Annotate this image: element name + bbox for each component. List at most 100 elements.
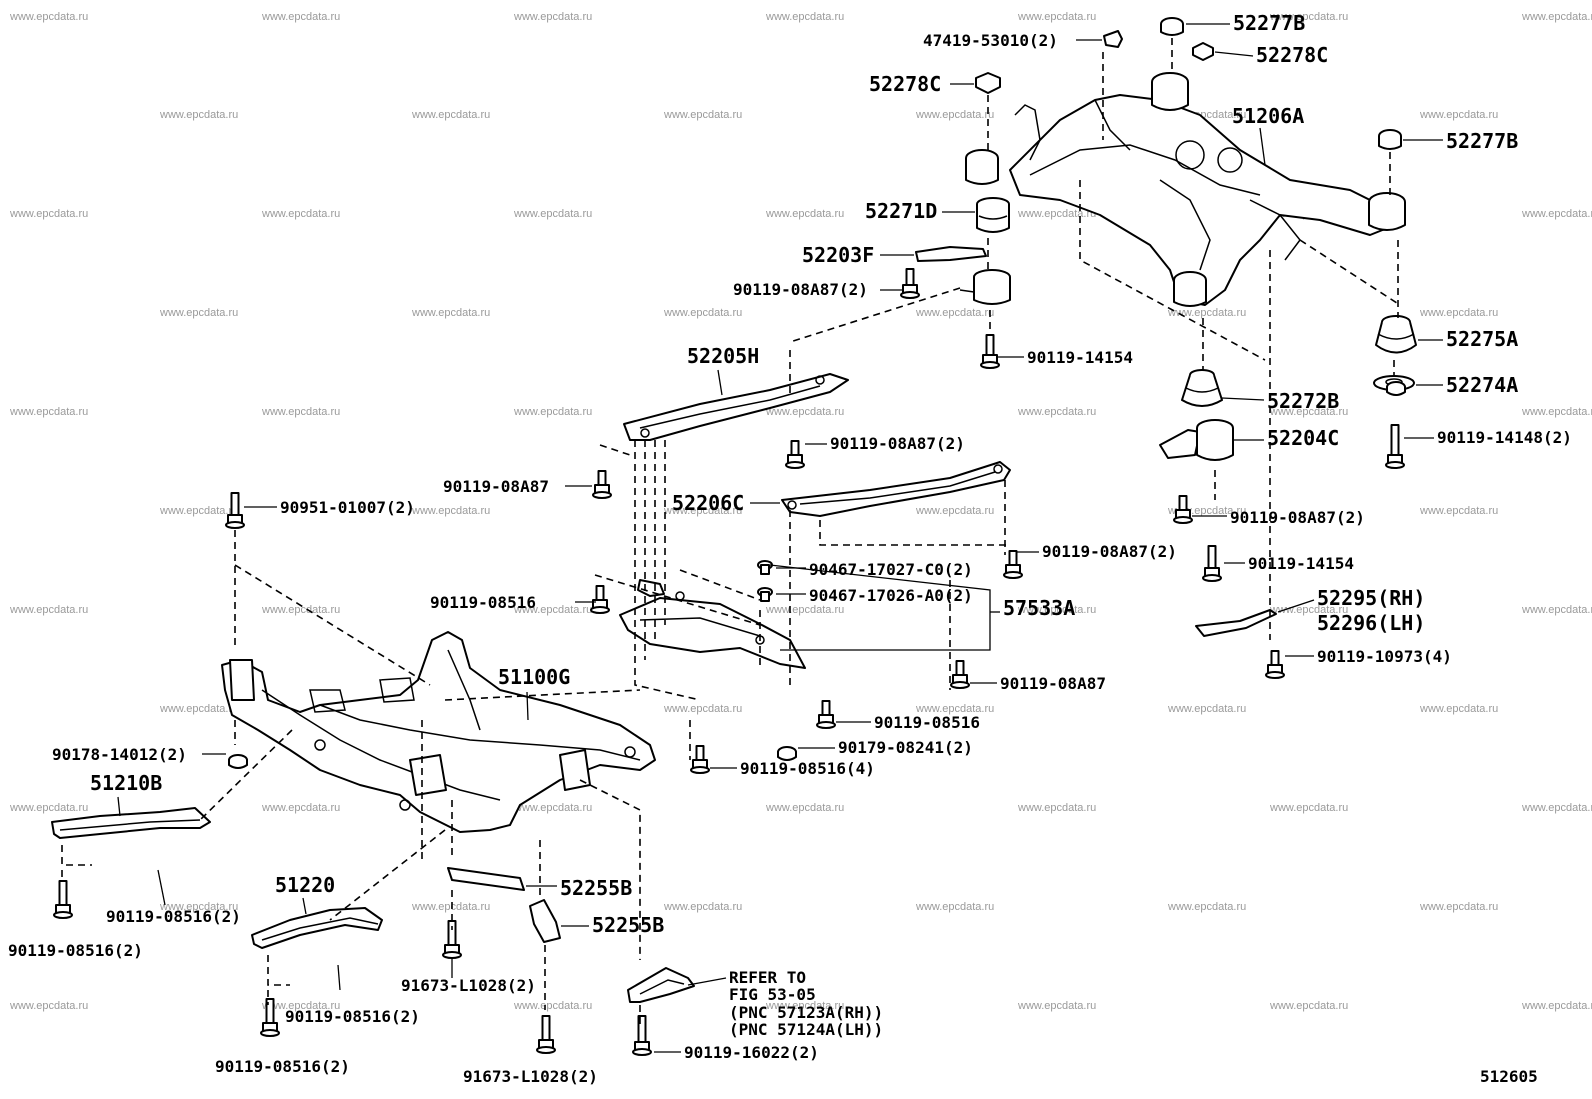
watermark: www.epcdata.ru	[663, 307, 742, 319]
leader-line	[1259, 127, 1266, 166]
part-label: 91673-L1028(2)	[463, 1067, 598, 1086]
nut-icon	[777, 746, 797, 761]
bolt-icon	[900, 268, 920, 299]
watermark: www.epcdata.ru	[159, 505, 238, 517]
watermark: www.epcdata.ru	[159, 307, 238, 319]
bolt-icon	[53, 880, 73, 919]
bolt-icon	[1173, 495, 1193, 524]
brace-52206C	[781, 461, 1011, 517]
watermark: www.epcdata.ru	[513, 208, 592, 220]
part-label: 90119-08516(4)	[740, 759, 875, 778]
watermark: www.epcdata.ru	[1269, 802, 1348, 814]
bushing-52277B-right	[1378, 129, 1402, 150]
watermark: www.epcdata.ru	[1521, 406, 1592, 418]
bracket-52204C	[1159, 419, 1234, 461]
leader-line	[717, 369, 723, 396]
watermark: www.epcdata.ru	[261, 802, 340, 814]
bolt-icon	[632, 1015, 652, 1056]
plate-57533A	[619, 579, 806, 669]
part-label: 52278C	[1256, 43, 1328, 67]
part-label: 90119-08516(2)	[215, 1057, 350, 1076]
part-label: 51206A	[1232, 104, 1304, 128]
watermark: www.epcdata.ru	[1017, 11, 1096, 23]
part-label: 90119-08516	[874, 713, 980, 732]
part-label: 90951-01007(2)	[280, 498, 415, 517]
watermark: www.epcdata.ru	[411, 307, 490, 319]
watermark: www.epcdata.ru	[261, 208, 340, 220]
part-label: 90119-08A87(2)	[1042, 542, 1177, 561]
part-label: 52278C	[869, 72, 941, 96]
watermark: www.epcdata.ru	[261, 604, 340, 616]
plate-52255B-b	[529, 899, 561, 943]
rear-suspension-member	[965, 72, 1406, 307]
part-label: 90119-08516(2)	[8, 941, 143, 960]
watermark: www.epcdata.ru	[261, 406, 340, 418]
part-label: 90119-14154	[1027, 348, 1133, 367]
part-label: 90119-14154	[1248, 554, 1354, 573]
front-suspension-member	[221, 631, 656, 833]
part-label: FIG 53-05	[729, 985, 816, 1004]
plate-52255B-a	[447, 867, 525, 891]
leader-line	[526, 691, 529, 721]
watermark: www.epcdata.ru	[765, 208, 844, 220]
watermark: www.epcdata.ru	[9, 802, 88, 814]
watermark: www.epcdata.ru	[261, 11, 340, 23]
part-label: 90119-08A87(2)	[1230, 508, 1365, 527]
watermark: www.epcdata.ru	[1269, 604, 1348, 616]
leader-line	[302, 897, 307, 915]
watermark: www.epcdata.ru	[411, 901, 490, 913]
part-label: 52274A	[1446, 373, 1518, 397]
watermark: www.epcdata.ru	[915, 703, 994, 715]
part-label: 90467-17027-C0(2)	[809, 560, 973, 579]
bracket-57123A	[627, 967, 695, 1003]
watermark: www.epcdata.ru	[765, 802, 844, 814]
watermark: www.epcdata.ru	[1269, 11, 1348, 23]
part-label: 90119-08516(2)	[285, 1007, 420, 1026]
leader-line	[337, 964, 341, 991]
watermark: www.epcdata.ru	[411, 109, 490, 121]
watermark: www.epcdata.ru	[1017, 802, 1096, 814]
part-label: REFER TO	[729, 968, 806, 987]
part-label: 90119-14148(2)	[1437, 428, 1572, 447]
part-label: 90119-16022(2)	[684, 1043, 819, 1062]
watermark: www.epcdata.ru	[1419, 109, 1498, 121]
clip-icon	[757, 560, 773, 575]
part-label: 52295(RH)	[1317, 586, 1425, 610]
part-label: (PNC 57123A(RH))	[729, 1003, 883, 1022]
bolt-icon	[1385, 424, 1405, 469]
part-label: 90119-10973(4)	[1317, 647, 1452, 666]
watermark: www.epcdata.ru	[663, 109, 742, 121]
part-label: 90119-08516(2)	[106, 907, 241, 926]
bolt-icon	[690, 745, 710, 774]
watermark: www.epcdata.ru	[765, 11, 844, 23]
bolt-icon	[816, 700, 836, 729]
figure-id: 512605	[1480, 1067, 1538, 1086]
bolt-icon	[1202, 545, 1222, 582]
brace-52205H	[623, 373, 849, 441]
bolt-icon	[536, 1015, 556, 1054]
cushion-52275A	[1375, 315, 1417, 354]
watermark: www.epcdata.ru	[1269, 406, 1348, 418]
watermark-layer: www.epcdata.ru www.epcdata.ru www.epcdata.…	[9, 11, 1592, 1012]
watermark: www.epcdata.ru	[261, 1000, 340, 1012]
watermark: www.epcdata.ru	[1521, 11, 1592, 23]
watermark: www.epcdata.ru	[9, 1000, 88, 1012]
bolt-icon	[785, 440, 805, 469]
bolt-icon	[1003, 550, 1023, 579]
bolt-icon	[980, 334, 1000, 369]
part-label: 91673-L1028(2)	[401, 976, 536, 995]
watermark: www.epcdata.ru	[9, 604, 88, 616]
brace-51220	[251, 907, 383, 949]
watermark: www.epcdata.ru	[663, 505, 742, 517]
part-label: 90119-08A87(2)	[830, 434, 965, 453]
cushion-52272B	[1181, 369, 1223, 407]
part-label: 51100G	[498, 665, 570, 689]
part-label: (PNC 57124A(LH))	[729, 1020, 883, 1039]
bolt-icon	[590, 585, 610, 614]
watermark: www.epcdata.ru	[1017, 1000, 1096, 1012]
watermark: www.epcdata.ru	[159, 703, 238, 715]
part-label: 52255B	[560, 876, 632, 900]
watermark: www.epcdata.ru	[1419, 901, 1498, 913]
part-label: 52272B	[1267, 389, 1339, 413]
